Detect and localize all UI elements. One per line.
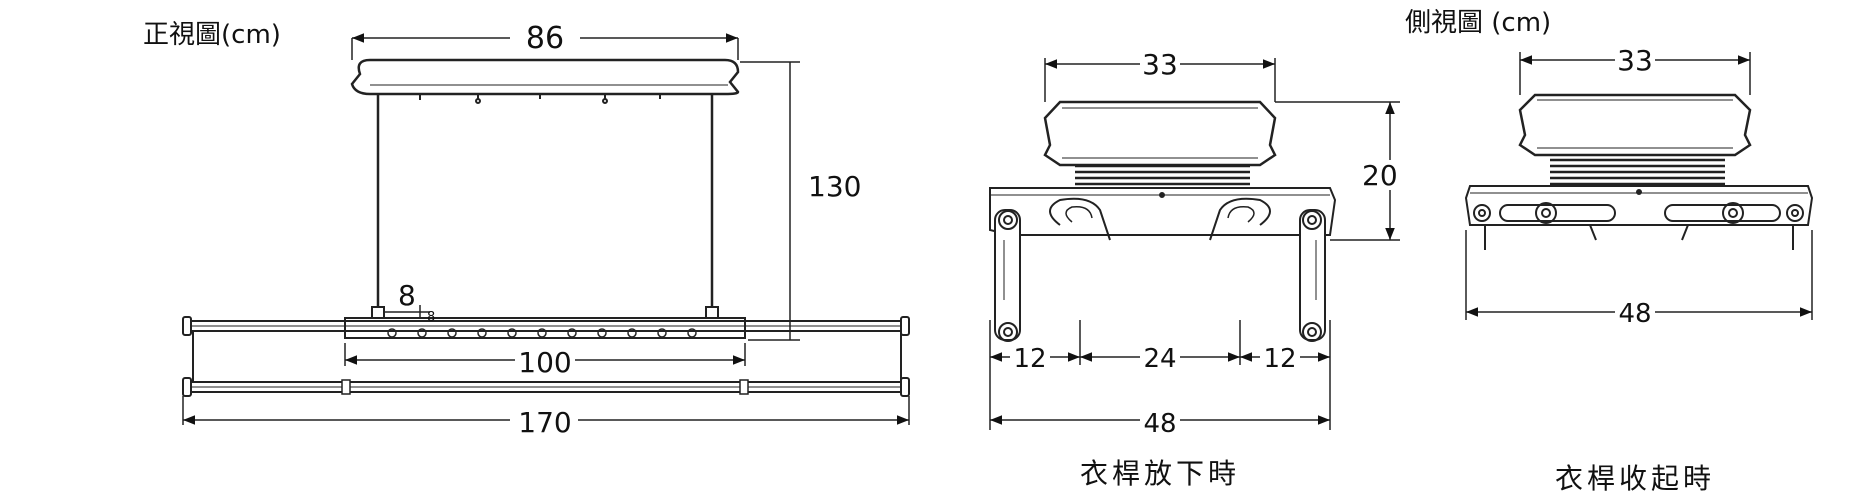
dim-top-width: 86 [526,21,564,56]
front-view-title: 正視圖(cm) [143,20,281,50]
folded-arm-left [1499,204,1616,222]
dim-inner-width: 100 [518,346,571,379]
dim-total-width: 170 [518,406,571,439]
dim-small-a: 8 [398,279,416,312]
side-housing-lowered [1043,100,1277,167]
coil-spring-raised [1550,158,1725,186]
dim-seg-right: 12 [1263,344,1296,374]
dim-side-top-width-raised: 33 [1617,44,1653,77]
side-view-lowered [989,58,1400,430]
dim-side-total-raised: 48 [1618,299,1651,329]
housing-hooks [419,94,661,104]
coil-spring-lowered [1075,164,1250,192]
side-view-raised [1464,52,1814,320]
front-view [182,33,910,425]
dim-seg-left: 12 [1013,344,1046,374]
dim-side-height: 20 [1362,159,1398,192]
dim-small-b: 8 [427,310,435,325]
caption-rods-raised: 衣桿收起時 [1555,462,1716,495]
dim-side-top-width-lowered: 33 [1142,48,1178,81]
hook-bar [344,317,746,339]
dim-height: 130 [808,170,861,203]
front-top-housing [350,58,740,96]
side-housing-raised [1518,93,1752,157]
dim-side-total-lowered: 48 [1143,409,1176,439]
caption-rods-lowered: 衣桿放下時 [1080,457,1241,490]
side-view-title: 側視圖 (cm) [1405,8,1552,38]
dim-seg-mid: 24 [1143,344,1176,374]
